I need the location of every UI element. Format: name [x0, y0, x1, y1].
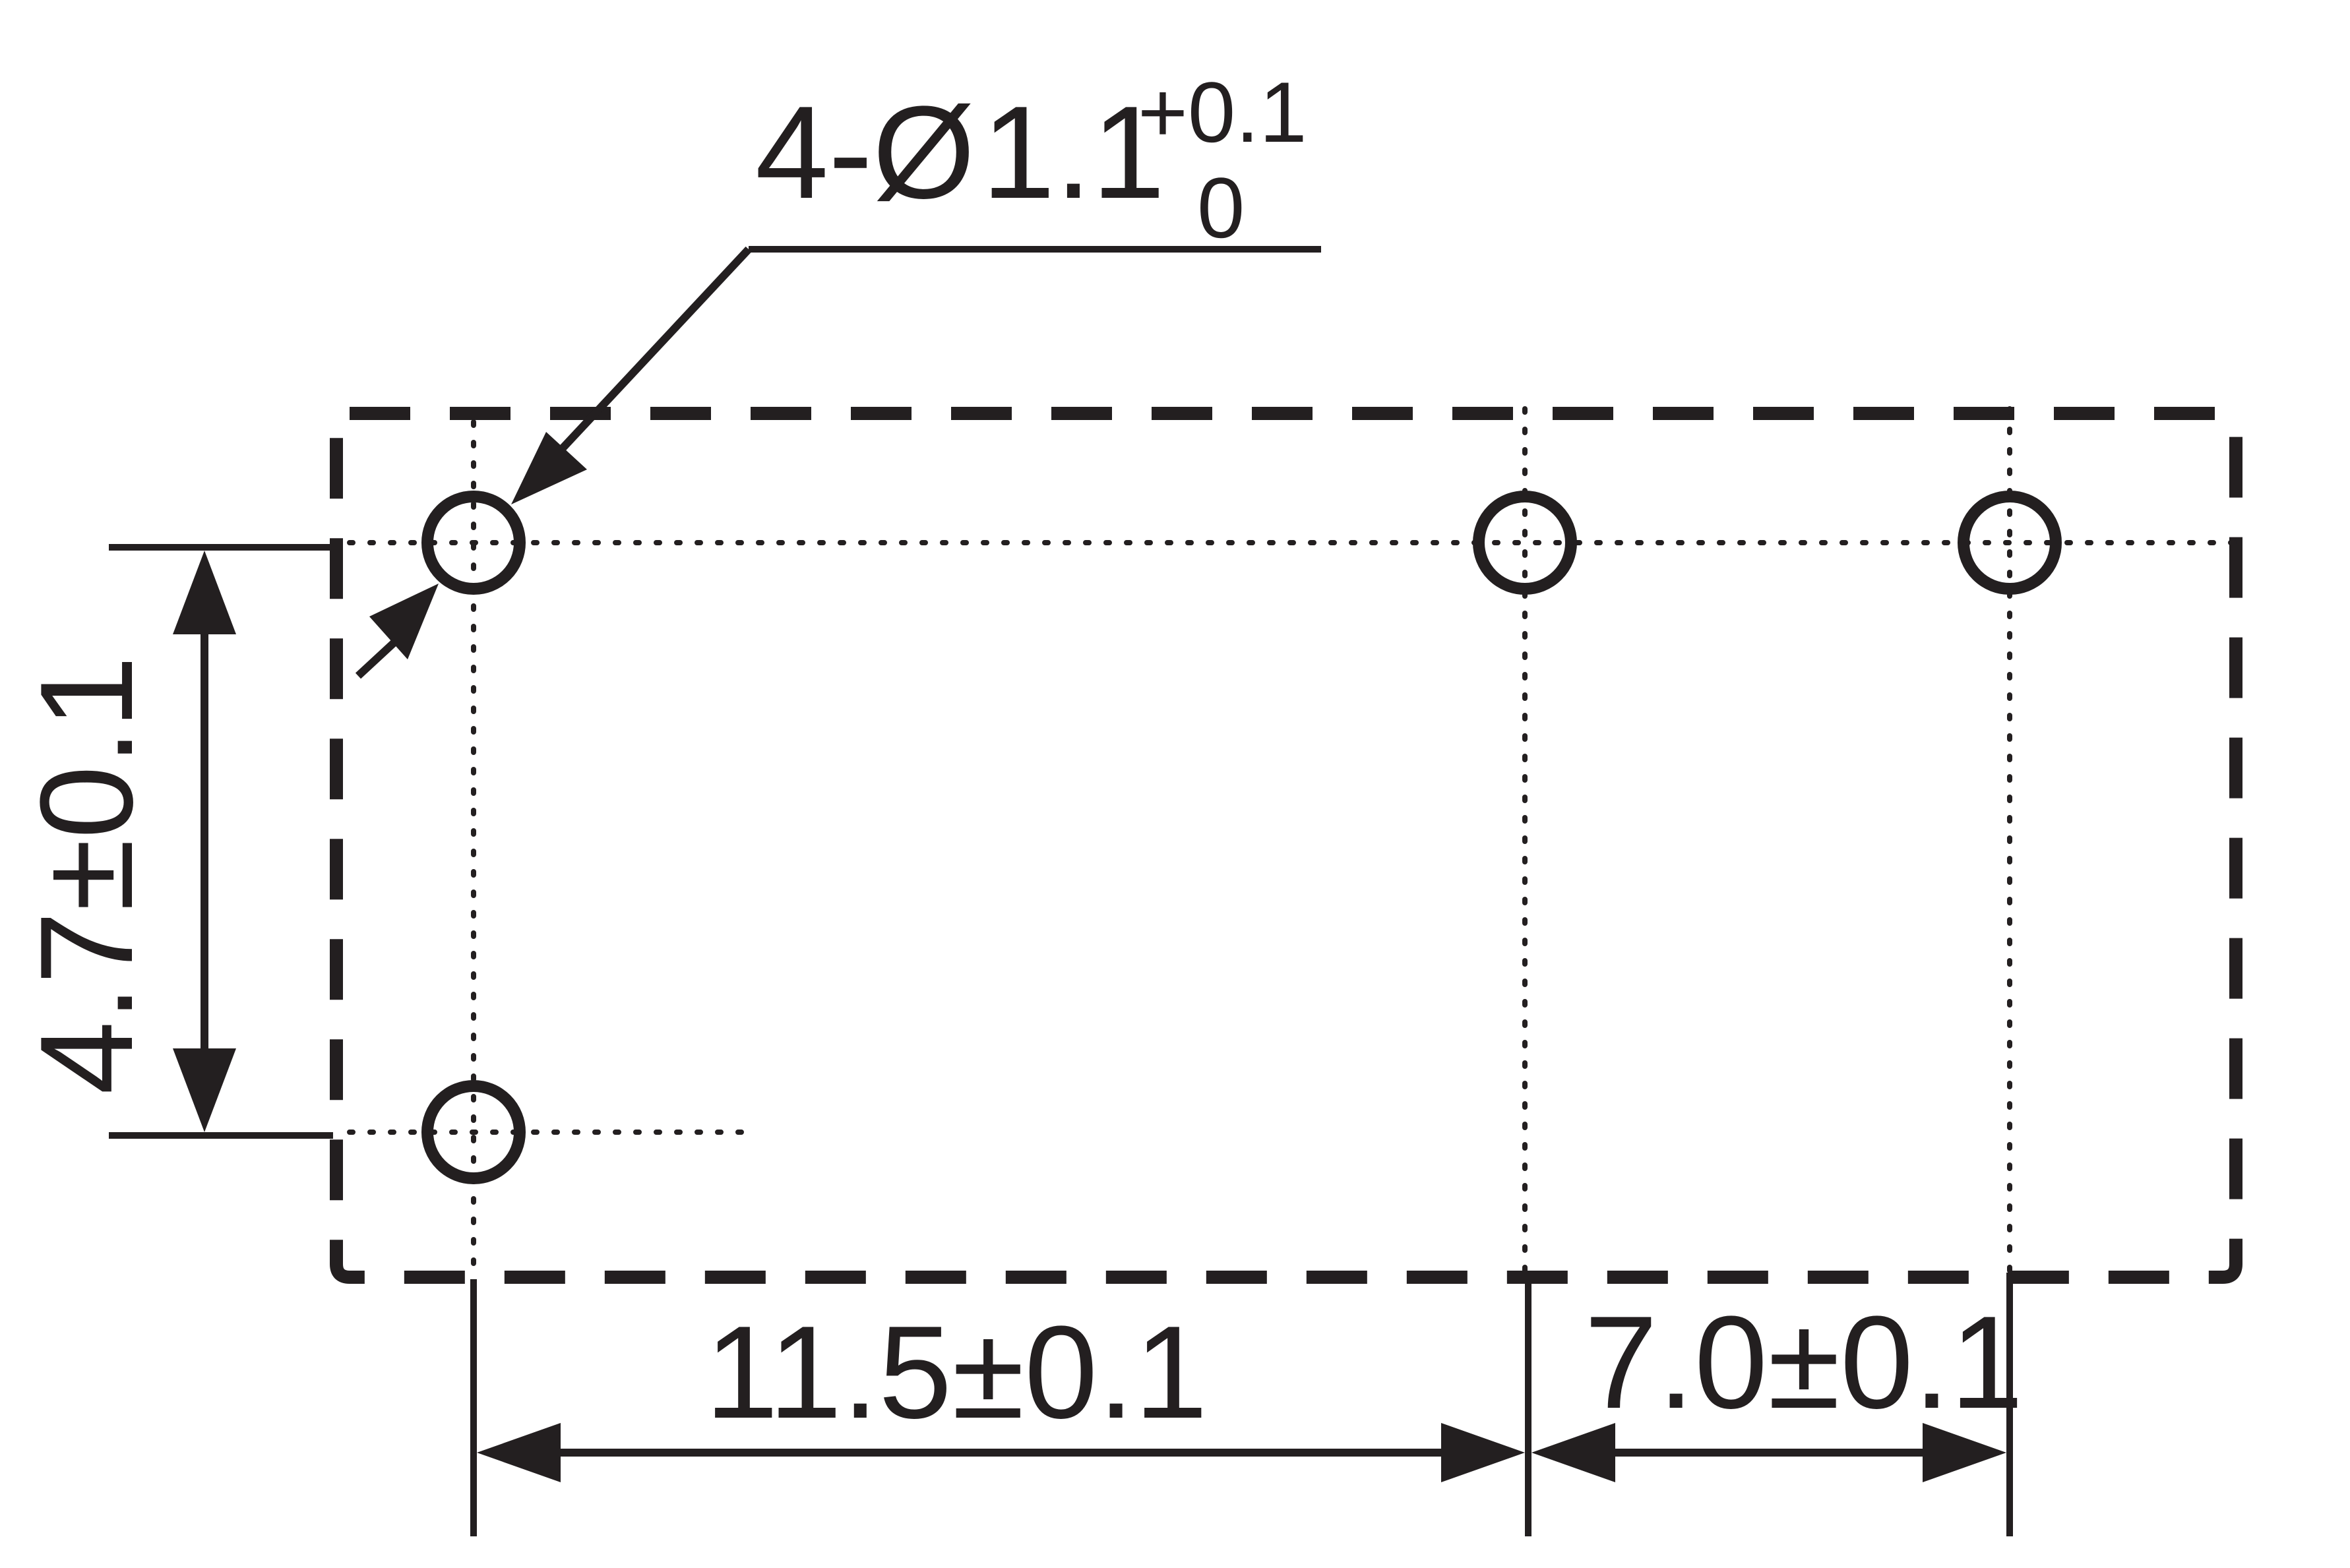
vertical-pitch-dimension: 4.7±0.1 — [13, 544, 333, 1139]
svg-text:4-Ø1.1: 4-Ø1.1 — [755, 79, 1165, 226]
callout-arrowhead-inner — [369, 584, 439, 659]
callout-upper-tolerance: +0.1 — [1138, 64, 1307, 160]
callout-leader — [538, 246, 752, 475]
arrowhead-left-2 — [1531, 1423, 1615, 1482]
hole-top-right — [1958, 491, 2062, 595]
callout-arrowhead-outer — [511, 432, 587, 504]
arrowhead-down — [173, 1048, 236, 1132]
callout-diameter-symbol: Ø — [873, 79, 975, 226]
component-outline — [330, 407, 2242, 1284]
horizontal-pitch-1-label: 11.5±0.1 — [705, 1299, 1208, 1446]
horizontal-pitch-2-label: 7.0±0.1 — [1584, 1289, 2024, 1436]
arrowhead-up — [173, 551, 236, 634]
holes — [421, 491, 2062, 1184]
vertical-pitch-label: 4.7±0.1 — [13, 655, 160, 1095]
hole-callout: 4-Ø1.1 +0.1 0 — [355, 64, 1321, 679]
hole-top-middle — [1473, 491, 1577, 595]
arrowhead-right-2 — [1923, 1423, 2006, 1482]
arrowhead-left-1 — [477, 1423, 561, 1482]
arrowhead-right-1 — [1441, 1423, 1525, 1482]
callout-lower-tolerance: 0 — [1197, 160, 1245, 256]
callout-nominal-value: 1.1 — [981, 79, 1165, 226]
hole-bottom-left — [421, 1080, 526, 1184]
horizontal-pitch-dimensions: 11.5±0.1 7.0±0.1 — [470, 1273, 2024, 1536]
hole-top-left — [421, 491, 526, 595]
callout-count-prefix: 4- — [755, 79, 873, 226]
center-lines — [347, 406, 2245, 1275]
